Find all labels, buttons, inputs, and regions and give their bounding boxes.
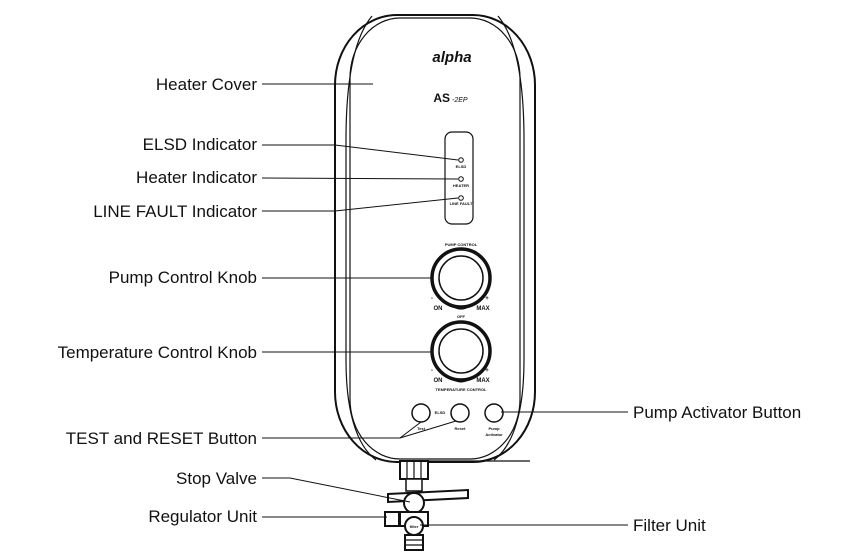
elsd-button-group-label: ELSD <box>435 410 446 415</box>
model-name: AS <box>433 91 450 105</box>
label-line-fault-indicator: LINE FAULT Indicator <box>93 202 257 221</box>
leader-line-fault-indicator <box>262 197 459 212</box>
pump-control-knob[interactable]: PUMP CONTROL - + ON MAX OFF <box>430 242 492 319</box>
label-temperature-control-knob: Temperature Control Knob <box>58 343 257 362</box>
line-fault-indicator-text: LINE FAULT <box>450 201 473 206</box>
line-fault-indicator-light <box>458 195 464 201</box>
temp-knob-pointer <box>449 376 473 383</box>
heater-indicator-light <box>458 176 464 182</box>
heater-body <box>334 14 536 463</box>
test-button-label: Test <box>417 426 426 431</box>
pipe-segment <box>405 478 423 492</box>
pump-knob-max: MAX <box>476 306 489 312</box>
brand-logo: alpha <box>432 49 471 66</box>
indicator-panel <box>444 131 474 225</box>
pipe-assembly: filter <box>384 460 469 551</box>
regulator-unit-body[interactable] <box>384 511 400 527</box>
filter-mark-text: filter <box>410 524 419 529</box>
pump-knob-face <box>438 255 484 301</box>
reset-button[interactable] <box>450 403 470 423</box>
leader-heater-indicator <box>261 177 459 180</box>
pump-knob-off: OFF <box>457 314 466 319</box>
temp-knob-on: ON <box>434 378 443 384</box>
leader-elsd-indicator <box>262 144 459 161</box>
stop-valve-body <box>403 492 425 514</box>
heater-outer-shell <box>334 14 536 463</box>
label-regulator-unit: Regulator Unit <box>148 507 257 526</box>
pump-knob-plus: + <box>485 296 489 302</box>
pump-activator-label-line2: Activator <box>485 432 503 437</box>
label-heater-cover: Heater Cover <box>156 75 257 94</box>
pump-knob-on: ON <box>434 306 443 312</box>
temp-knob-plus: + <box>485 368 489 374</box>
temp-knob-max: MAX <box>476 378 489 384</box>
temp-knob-face <box>438 328 484 374</box>
elsd-indicator-text: ELSD <box>456 164 467 169</box>
label-test-reset-button: TEST and RESET Button <box>66 429 257 448</box>
elsd-indicator-light <box>458 157 464 163</box>
reset-button-label: Reset <box>455 426 467 431</box>
label-elsd-indicator: ELSD Indicator <box>143 135 258 154</box>
leader-stop-valve <box>262 477 411 503</box>
label-pump-activator-button: Pump Activator Button <box>633 403 801 422</box>
label-pump-control-knob: Pump Control Knob <box>109 268 257 287</box>
temperature-control-knob[interactable]: - + ON MAX TEMPERATURE CONTROL <box>430 320 492 392</box>
heater-indicator-text: HEATER <box>453 183 469 188</box>
pump-activator-label-line1: Pump <box>488 426 500 431</box>
label-filter-unit: Filter Unit <box>633 516 706 535</box>
pump-knob-pointer <box>449 303 473 310</box>
test-button[interactable] <box>411 403 431 423</box>
temperature-control-title: TEMPERATURE CONTROL <box>435 387 487 392</box>
label-stop-valve: Stop Valve <box>176 469 257 488</box>
pump-knob-minus: - <box>431 296 433 302</box>
pump-control-title: PUMP CONTROL <box>445 242 478 247</box>
model-suffix: -2EP <box>452 97 468 104</box>
temp-knob-minus: - <box>431 368 433 374</box>
outlet-nozzle <box>404 534 424 551</box>
heater-right-curve <box>493 15 525 461</box>
leader-test-reset-button-2 <box>399 420 457 439</box>
label-heater-indicator: Heater Indicator <box>136 168 257 187</box>
pump-activator-button[interactable] <box>484 403 504 423</box>
heater-front-panel <box>349 17 521 460</box>
